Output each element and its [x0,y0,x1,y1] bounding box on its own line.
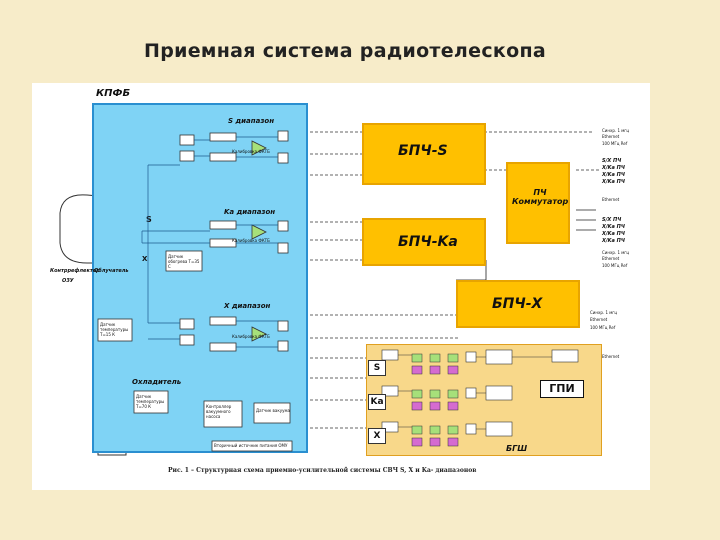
connector-lines [310,131,600,429]
feed-label: Облучатель [94,268,129,274]
right-ka-0: Синхр. 1 мгц [602,250,630,255]
calib-s: Калибровка ФКТБ [232,149,270,154]
right-s-2: 100 МГц Ref [602,141,628,146]
bgsh-block [366,344,602,456]
band-x-label: X диапазон [224,302,271,310]
bpch-ka-block: БПЧ-Ka [362,218,486,266]
kpfb-block [92,103,308,453]
right-if2-3: X/Ka ПЧ [602,238,625,244]
right-if1-2: X/Ka ПЧ [602,172,625,178]
bpch-s-block: БПЧ-S [362,123,486,185]
right-ka-2: 100 МГц Ref [602,263,628,268]
s-marker: S [146,215,152,224]
right-gsh: Ethernet [602,354,620,359]
bgsh-components [381,349,579,447]
mirror-label: Контррефлектор [50,268,100,274]
right-if1-1: X/Ka ПЧ [602,165,625,171]
bpch-s-label: БПЧ-S [398,143,448,159]
right-if2-1: X/Ka ПЧ [602,224,625,230]
gsh-ka: Ka [368,394,386,410]
pch-commutator-block: ПЧ Коммутатор [506,162,570,244]
mirror-sub: ОЗУ [62,278,74,284]
bpch-x-label: БПЧ-X [492,296,543,312]
right-if1-0: S/X ПЧ [602,158,622,164]
bpch-ka-label: БПЧ-Ka [398,234,458,250]
right-if2-2: X/Ka ПЧ [602,231,625,237]
right-x-1: Ethernet [590,317,608,322]
cooler-label: Охладитель [132,378,182,386]
figure-caption: Рис. 1 – Структурная схема приемно-усили… [168,467,477,474]
gpi-block: ГПИ [540,380,584,398]
slide-title: Приемная система радиотелескопа [144,40,546,62]
bpch-x-block: БПЧ-X [456,280,580,328]
right-s-0: Синхр. 1 мгц [602,128,630,133]
pch-commutator-label: ПЧ Коммутатор [512,188,569,206]
ctrl-block: Контроллер вакуумного насоса [206,404,232,419]
power-block: Вторичный источник питания ОМУ [214,443,288,448]
right-eth: Ethernet [602,197,620,202]
kpfb-components [97,130,293,452]
calib-x: Калибровка ФКТБ [232,334,270,339]
kpfb-label: КПФБ [96,88,131,99]
sensor-2: Датчик температуры T=70 К [136,394,165,409]
sensor-1: Датчик температуры T=15 К [100,322,129,337]
right-s-1: Ethernet [602,134,620,139]
right-if2-0: S/X ПЧ [602,217,622,223]
sensor-3: Датчик обогрева T=35 С [168,254,200,269]
bgsh-label: БГШ [506,444,528,453]
gsh-s: S [368,360,386,376]
band-s-label: S диапазон [228,117,275,125]
band-ka-label: Ka диапазон [224,208,276,216]
right-if1-3: X/Ka ПЧ [602,179,625,185]
calib-ka: Калибровка ФКТБ [232,238,270,243]
vac-sensor: Датчик вакуума [256,408,290,413]
gsh-x: X [368,428,386,444]
x-marker: X [142,255,148,263]
right-x-0: Синхр. 1 мгц [590,310,618,315]
right-ka-1: Ethernet [602,256,620,261]
right-x-2: 100 МГц Ref [590,325,616,330]
